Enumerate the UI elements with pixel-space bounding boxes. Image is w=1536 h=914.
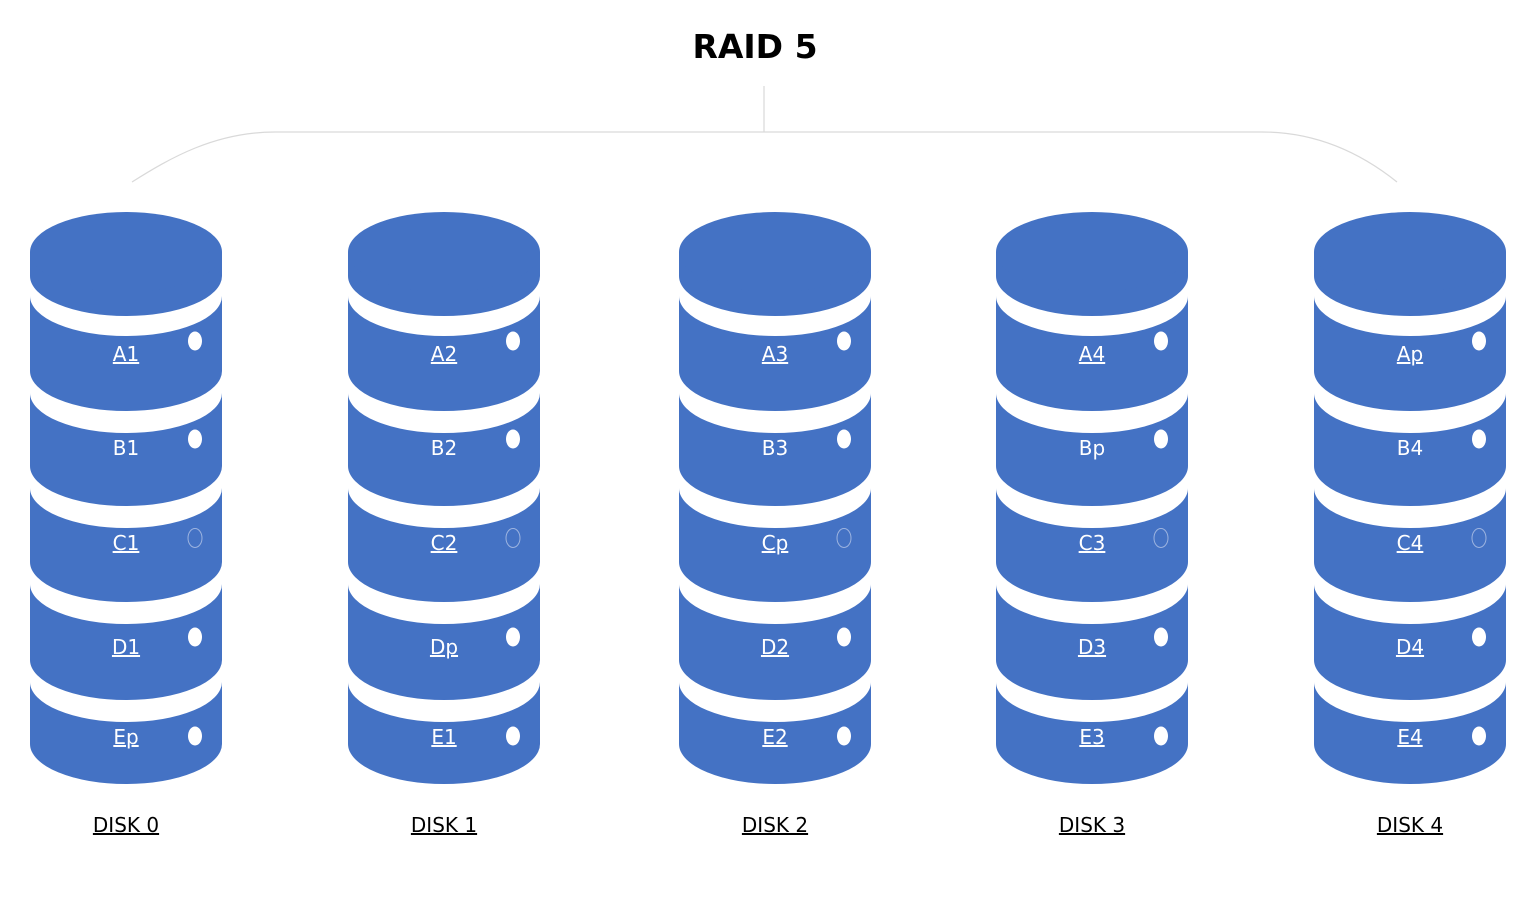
- status-led-icon: [1471, 528, 1487, 548]
- diagram-title: RAID 5: [692, 27, 817, 66]
- status-led-icon: [188, 726, 202, 746]
- disk-top-cap: [348, 212, 540, 292]
- segment-label: C3: [1079, 531, 1106, 555]
- disk-label: DISK 4: [1377, 813, 1443, 837]
- segment-label: D3: [1078, 635, 1106, 659]
- status-led-icon: [1154, 331, 1168, 351]
- segment-label: Bp: [1079, 436, 1105, 460]
- segment-separator: [30, 371, 222, 433]
- segment-separator: [30, 466, 222, 528]
- status-led-icon: [1472, 627, 1486, 647]
- segment-label: C1: [113, 531, 140, 555]
- segment-separator: [996, 276, 1188, 336]
- segment-separator: [679, 660, 871, 722]
- array-connector: [131, 86, 1398, 183]
- segment-separator: [1314, 371, 1506, 433]
- segment-separator: [348, 562, 540, 624]
- disk-label: DISK 0: [93, 813, 159, 837]
- status-led-icon: [188, 429, 202, 449]
- disk-top-cap: [996, 212, 1188, 292]
- segment-separator: [1314, 562, 1506, 624]
- segment-label: C2: [431, 531, 458, 555]
- disk-top-cap: [30, 212, 222, 292]
- status-led-icon: [1154, 429, 1168, 449]
- segment-label: Dp: [430, 635, 458, 659]
- segment-label: A2: [431, 342, 457, 366]
- segment-separator: [679, 276, 871, 336]
- status-led-icon: [188, 627, 202, 647]
- segment-label: Ep: [113, 725, 138, 749]
- disk-label: DISK 2: [742, 813, 808, 837]
- segment-label: B4: [1397, 436, 1423, 460]
- disk-top-cap: [679, 212, 871, 292]
- connector-bracket: [131, 131, 1398, 183]
- segment-separator: [30, 660, 222, 722]
- status-led-icon: [837, 429, 851, 449]
- status-led-icon: [1472, 331, 1486, 351]
- segment-separator: [1314, 276, 1506, 336]
- status-led-icon: [1154, 726, 1168, 746]
- segment-separator: [1314, 660, 1506, 722]
- status-led-icon: [506, 726, 520, 746]
- status-led-icon: [506, 627, 520, 647]
- status-led-icon: [1153, 528, 1169, 548]
- segment-separator: [679, 466, 871, 528]
- segment-separator: [30, 562, 222, 624]
- status-led-icon: [506, 429, 520, 449]
- segment-separator: [348, 276, 540, 336]
- segment-label: B3: [762, 436, 788, 460]
- status-led-icon: [187, 528, 203, 548]
- segment-separator: [30, 276, 222, 336]
- segment-label: D1: [112, 635, 140, 659]
- status-led-icon: [837, 627, 851, 647]
- segment-separator: [679, 562, 871, 624]
- segment-separator: [348, 466, 540, 528]
- disk-label: DISK 3: [1059, 813, 1125, 837]
- segment-label: E2: [762, 725, 787, 749]
- segment-label: D4: [1396, 635, 1424, 659]
- segment-separator: [996, 371, 1188, 433]
- segment-label: Cp: [762, 531, 789, 555]
- segment-separator: [1314, 466, 1506, 528]
- status-led-icon: [188, 331, 202, 351]
- segment-label: A3: [762, 342, 788, 366]
- segment-label: C4: [1397, 531, 1424, 555]
- disk-label: DISK 1: [411, 813, 477, 837]
- status-led-icon: [837, 726, 851, 746]
- segment-label: E4: [1397, 725, 1422, 749]
- status-led-icon: [837, 331, 851, 351]
- segment-label: E1: [431, 725, 456, 749]
- segment-label: E3: [1079, 725, 1104, 749]
- segment-separator: [348, 371, 540, 433]
- status-led-icon: [1154, 627, 1168, 647]
- segment-label: B2: [431, 436, 457, 460]
- segment-separator: [679, 371, 871, 433]
- segment-separator: [996, 660, 1188, 722]
- status-led-icon: [506, 331, 520, 351]
- status-led-icon: [505, 528, 521, 548]
- segment-label: Ap: [1397, 342, 1423, 366]
- status-led-icon: [1472, 726, 1486, 746]
- segment-label: B1: [113, 436, 139, 460]
- segment-separator: [348, 660, 540, 722]
- segment-separator: [996, 466, 1188, 528]
- segment-label: A1: [113, 342, 139, 366]
- status-led-icon: [1472, 429, 1486, 449]
- disk-top-cap: [1314, 212, 1506, 292]
- segment-label: D2: [761, 635, 789, 659]
- status-led-icon: [836, 528, 852, 548]
- segment-separator: [996, 562, 1188, 624]
- segment-label: A4: [1079, 342, 1105, 366]
